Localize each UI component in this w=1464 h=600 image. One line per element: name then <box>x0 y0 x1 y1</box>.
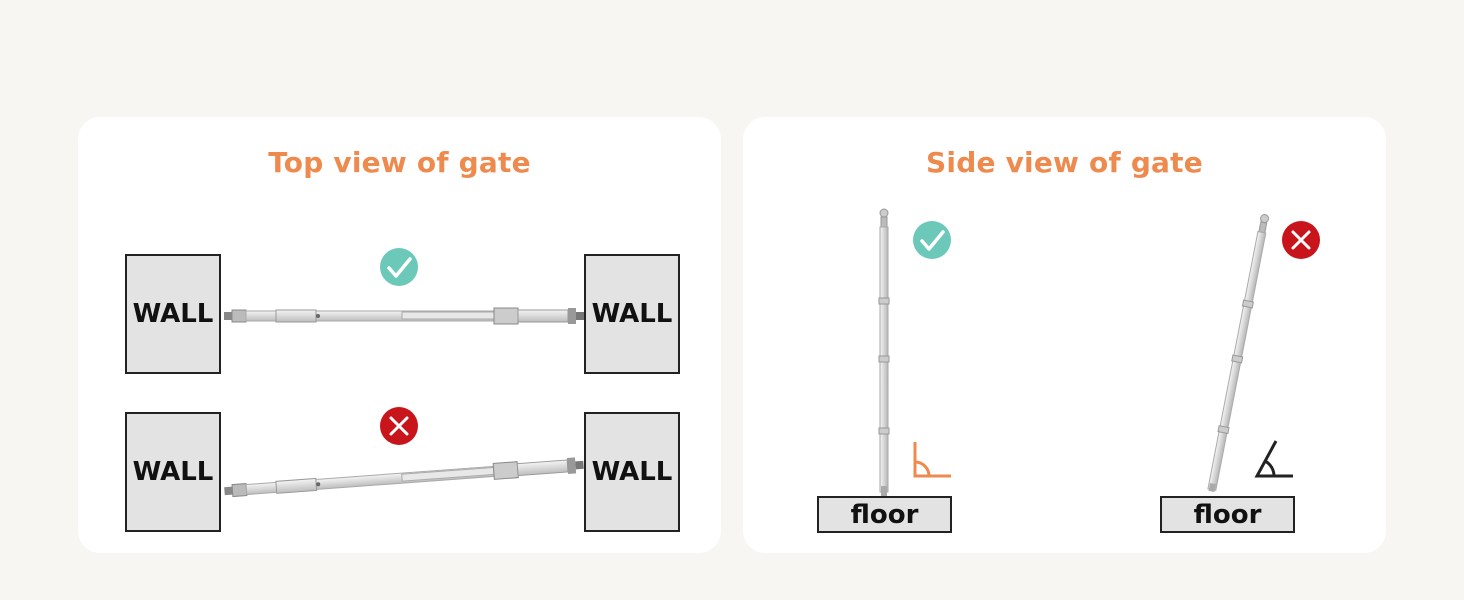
wall-bottom-right: WALL <box>584 412 680 532</box>
check-circle-icon <box>380 248 418 286</box>
side-view-panel <box>743 117 1386 553</box>
gate-bar-tilted <box>224 457 584 498</box>
gate-bar-straight <box>224 307 584 325</box>
gate-pole-vertical <box>878 208 890 496</box>
x-circle-icon <box>380 407 418 445</box>
floor-right: floor <box>1160 496 1295 533</box>
wall-top-right: WALL <box>584 254 680 374</box>
right-angle-icon <box>913 442 951 478</box>
gate-pole-tilted <box>1207 214 1270 493</box>
check-circle-icon <box>913 221 951 259</box>
x-circle-icon <box>1282 221 1320 259</box>
acute-angle-icon <box>1254 440 1293 478</box>
side-view-title: Side view of gate <box>926 146 1203 179</box>
wall-top-left: WALL <box>125 254 221 374</box>
floor-left: floor <box>817 496 952 533</box>
top-view-title: Top view of gate <box>268 146 531 179</box>
wall-bottom-left: WALL <box>125 412 221 532</box>
